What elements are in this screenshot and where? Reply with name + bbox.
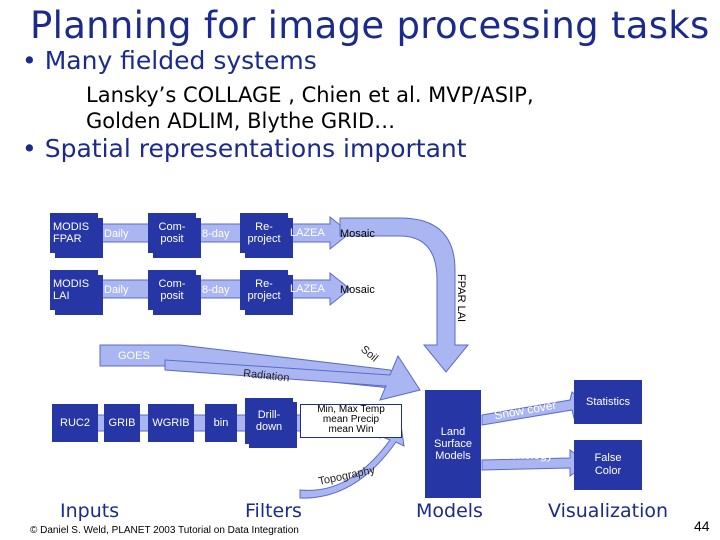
row2-reproject-box: Re- project xyxy=(240,270,288,310)
modis-fpar-box: MODIS FPAR xyxy=(50,213,98,253)
ruc2-box: RUC2 xyxy=(52,404,98,442)
model-output-5: Phenology xyxy=(496,448,553,462)
goes-label: GOES xyxy=(118,350,150,362)
bullet-spatial: • Spatial representations important xyxy=(22,134,467,163)
model-output-4: NPP xyxy=(514,433,539,447)
temp-stack: Min, Max Temp mean Precip mean Win xyxy=(300,404,402,438)
grib-box: GRIB xyxy=(104,404,140,442)
inputs-label: Inputs xyxy=(60,500,120,522)
credit-line: © Daniel S. Weld, PLANET 2003 Tutorial o… xyxy=(30,525,299,536)
bin-box: bin xyxy=(205,404,237,442)
systems-line-2: Golden ADLIM, Blythe GRID… xyxy=(86,109,396,133)
bullet-many-fielded-systems: • Many fielded systems xyxy=(22,46,317,75)
models-label: Models xyxy=(416,500,483,522)
statistics-box: Statistics xyxy=(574,380,642,424)
model-outputs: Soil Moisture Snow cover Stream flow NPP… xyxy=(487,382,558,463)
temp-line-2: mean Precip xyxy=(322,414,380,425)
row1-reproject-box: Re- project xyxy=(240,213,288,253)
visualization-label: Visualization xyxy=(548,500,669,522)
wgrib-box: WGRIB xyxy=(148,404,194,442)
row1-8day-label: 8-day xyxy=(202,228,230,240)
radiation-arrow xyxy=(164,354,421,401)
filters-label: Filters xyxy=(245,500,302,522)
temp-line-1: Min, Max Temp xyxy=(317,404,385,415)
row2-daily-label: Daily xyxy=(104,284,129,296)
temp-line-3: mean Win xyxy=(328,424,374,435)
fpar-lai-arrow xyxy=(339,217,470,373)
systems-line-1: Lansky’s COLLAGE , Chien et al. MVP/ASIP… xyxy=(86,83,534,107)
false-color-box: False Color xyxy=(574,440,642,490)
land-surface-models-box: Land Surface Models xyxy=(425,390,481,498)
page-number: 44 xyxy=(694,518,710,534)
row1-composit-box: Com- posit xyxy=(148,213,196,253)
row2-lazea-label: LAZEA xyxy=(290,283,325,295)
row2-composit-box: Com- posit xyxy=(148,270,196,310)
row2-mosaic-label: Mosaic xyxy=(340,284,375,296)
drill-down-box: Drill- down xyxy=(245,398,293,444)
bullet-text: Spatial representations important xyxy=(44,134,467,163)
fpar-lai-label: FPAR LAI xyxy=(455,273,467,323)
row2-8day-label: 8-day xyxy=(202,284,230,296)
row1-lazea-label: LAZEA xyxy=(290,227,325,239)
row1-daily-label: Daily xyxy=(104,228,129,240)
row1-mosaic-label: Mosaic xyxy=(340,228,375,240)
modis-lai-box: MODIS LAI xyxy=(50,270,98,310)
slide-title: Planning for image processing tasks xyxy=(30,4,710,47)
bullet-text: Many fielded systems xyxy=(44,46,317,75)
